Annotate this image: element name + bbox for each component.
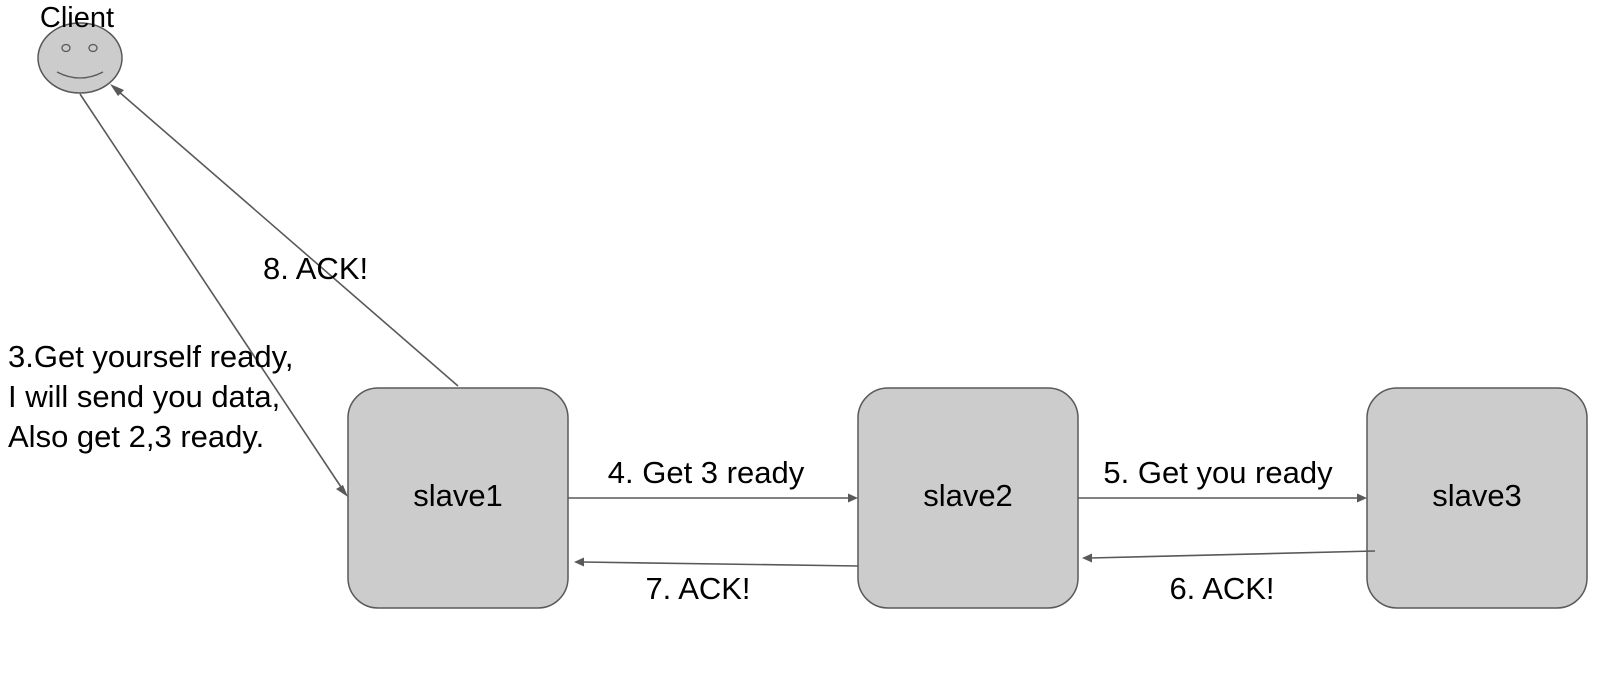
edge-label-4: 4. Get 3 ready <box>608 455 805 490</box>
edge-label-7: 7. ACK! <box>645 571 750 606</box>
client-label: Client <box>40 2 114 34</box>
node-slave1: slave1 <box>347 387 569 609</box>
node-slave3: slave3 <box>1366 387 1588 609</box>
edge-label-3: 3.Get yourself ready, I will send you da… <box>8 339 302 454</box>
edge-slave2-to-slave3 <box>1078 493 1367 503</box>
edge-label-5: 5. Get you ready <box>1103 455 1333 490</box>
node-slave1-label: slave1 <box>413 478 503 513</box>
edge-label-6: 6. ACK! <box>1169 571 1274 606</box>
node-slave2-label: slave2 <box>923 478 1013 513</box>
edge-client-to-slave1 <box>79 93 348 497</box>
edge-slave3-to-slave2 <box>1082 550 1376 563</box>
edge-slave1-to-slave2 <box>568 493 858 503</box>
edge-label-3-line-2: I will send you data, <box>8 379 280 414</box>
node-slave2: slave2 <box>857 387 1079 609</box>
edge-slave2-to-slave1 <box>574 557 859 567</box>
smiley-face-icon <box>37 22 123 94</box>
edge-slave1-to-client <box>110 84 459 387</box>
node-slave3-label: slave3 <box>1432 478 1522 513</box>
edge-label-3-line-3: Also get 2,3 ready. <box>8 419 264 454</box>
edge-label-3-line-1: 3.Get yourself ready, <box>8 339 293 374</box>
edge-label-8: 8. ACK! <box>263 251 368 286</box>
client-actor: Client <box>37 2 123 94</box>
